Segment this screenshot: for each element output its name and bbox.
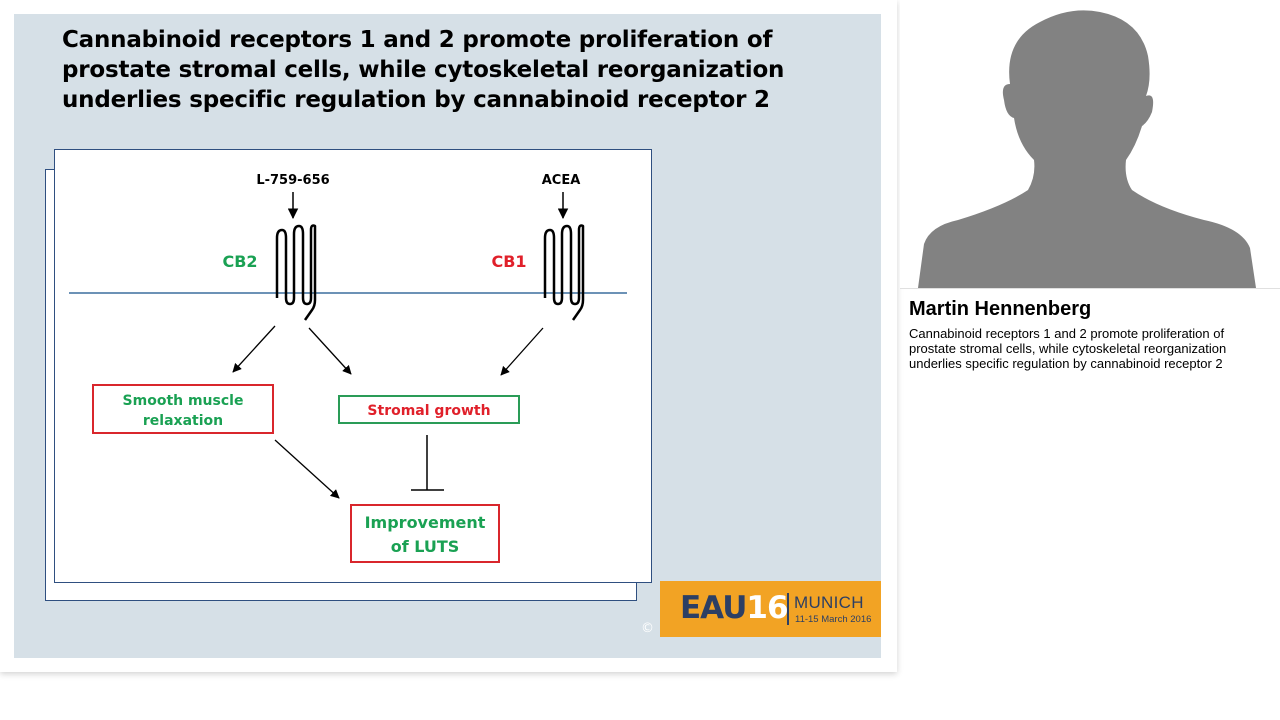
- box-smooth-muscle-line2: relaxation: [143, 413, 223, 429]
- arrow-smooth-to-improvement: [274, 439, 340, 499]
- slide: Cannabinoid receptors 1 and 2 promote pr…: [14, 14, 881, 658]
- cb2-receptor-icon: [275, 224, 317, 321]
- ligand-left-label: L-759-656: [256, 173, 329, 188]
- eau16-munich-logo: EAU16 MUNICH 11-15 March 2016: [660, 581, 881, 637]
- receptor-right-label: CB1: [491, 252, 526, 271]
- receptor-left-label: CB2: [222, 252, 257, 271]
- box-improvement-line2: of LUTS: [391, 537, 460, 556]
- speaker-description: Cannabinoid receptors 1 and 2 promote pr…: [909, 326, 1227, 371]
- box-smooth-muscle: [92, 384, 274, 434]
- eau-dates: 11-15 March 2016: [795, 614, 872, 625]
- box-smooth-muscle-line1: Smooth muscle: [123, 393, 244, 409]
- box-stromal-growth: [338, 395, 520, 424]
- cb1-receptor-icon: [543, 224, 585, 321]
- pathway-diagram: L-759-656 ACEA CB2 CB1 Smooth muscle rel…: [54, 149, 652, 583]
- box-improvement: [350, 504, 500, 563]
- eau-city: MUNICH: [794, 593, 864, 612]
- slide-title: Cannabinoid receptors 1 and 2 promote pr…: [62, 27, 785, 113]
- pathway-diagram-svg: L-759-656 ACEA CB2 CB1 Smooth muscle rel…: [69, 173, 627, 563]
- speaker-photo: [900, 0, 1280, 289]
- box-improvement-line1: Improvement: [365, 513, 486, 532]
- speaker-name: Martin Hennenberg: [909, 298, 1092, 320]
- eau-year: 16: [746, 590, 788, 626]
- ligand-right-label: ACEA: [542, 173, 581, 188]
- arrow-cb2-to-stromal: [308, 327, 352, 375]
- eau-wordmark: EAU16: [680, 590, 789, 626]
- person-silhouette-icon: [918, 10, 1256, 288]
- arrow-cb1-to-stromal: [500, 327, 544, 376]
- arrow-cb2-to-smooth: [232, 325, 276, 373]
- logo-divider: [787, 593, 789, 625]
- box-stromal-growth-label: Stromal growth: [367, 403, 490, 419]
- eau-text: EAU: [680, 590, 747, 626]
- copyright-mark: ©: [641, 621, 654, 636]
